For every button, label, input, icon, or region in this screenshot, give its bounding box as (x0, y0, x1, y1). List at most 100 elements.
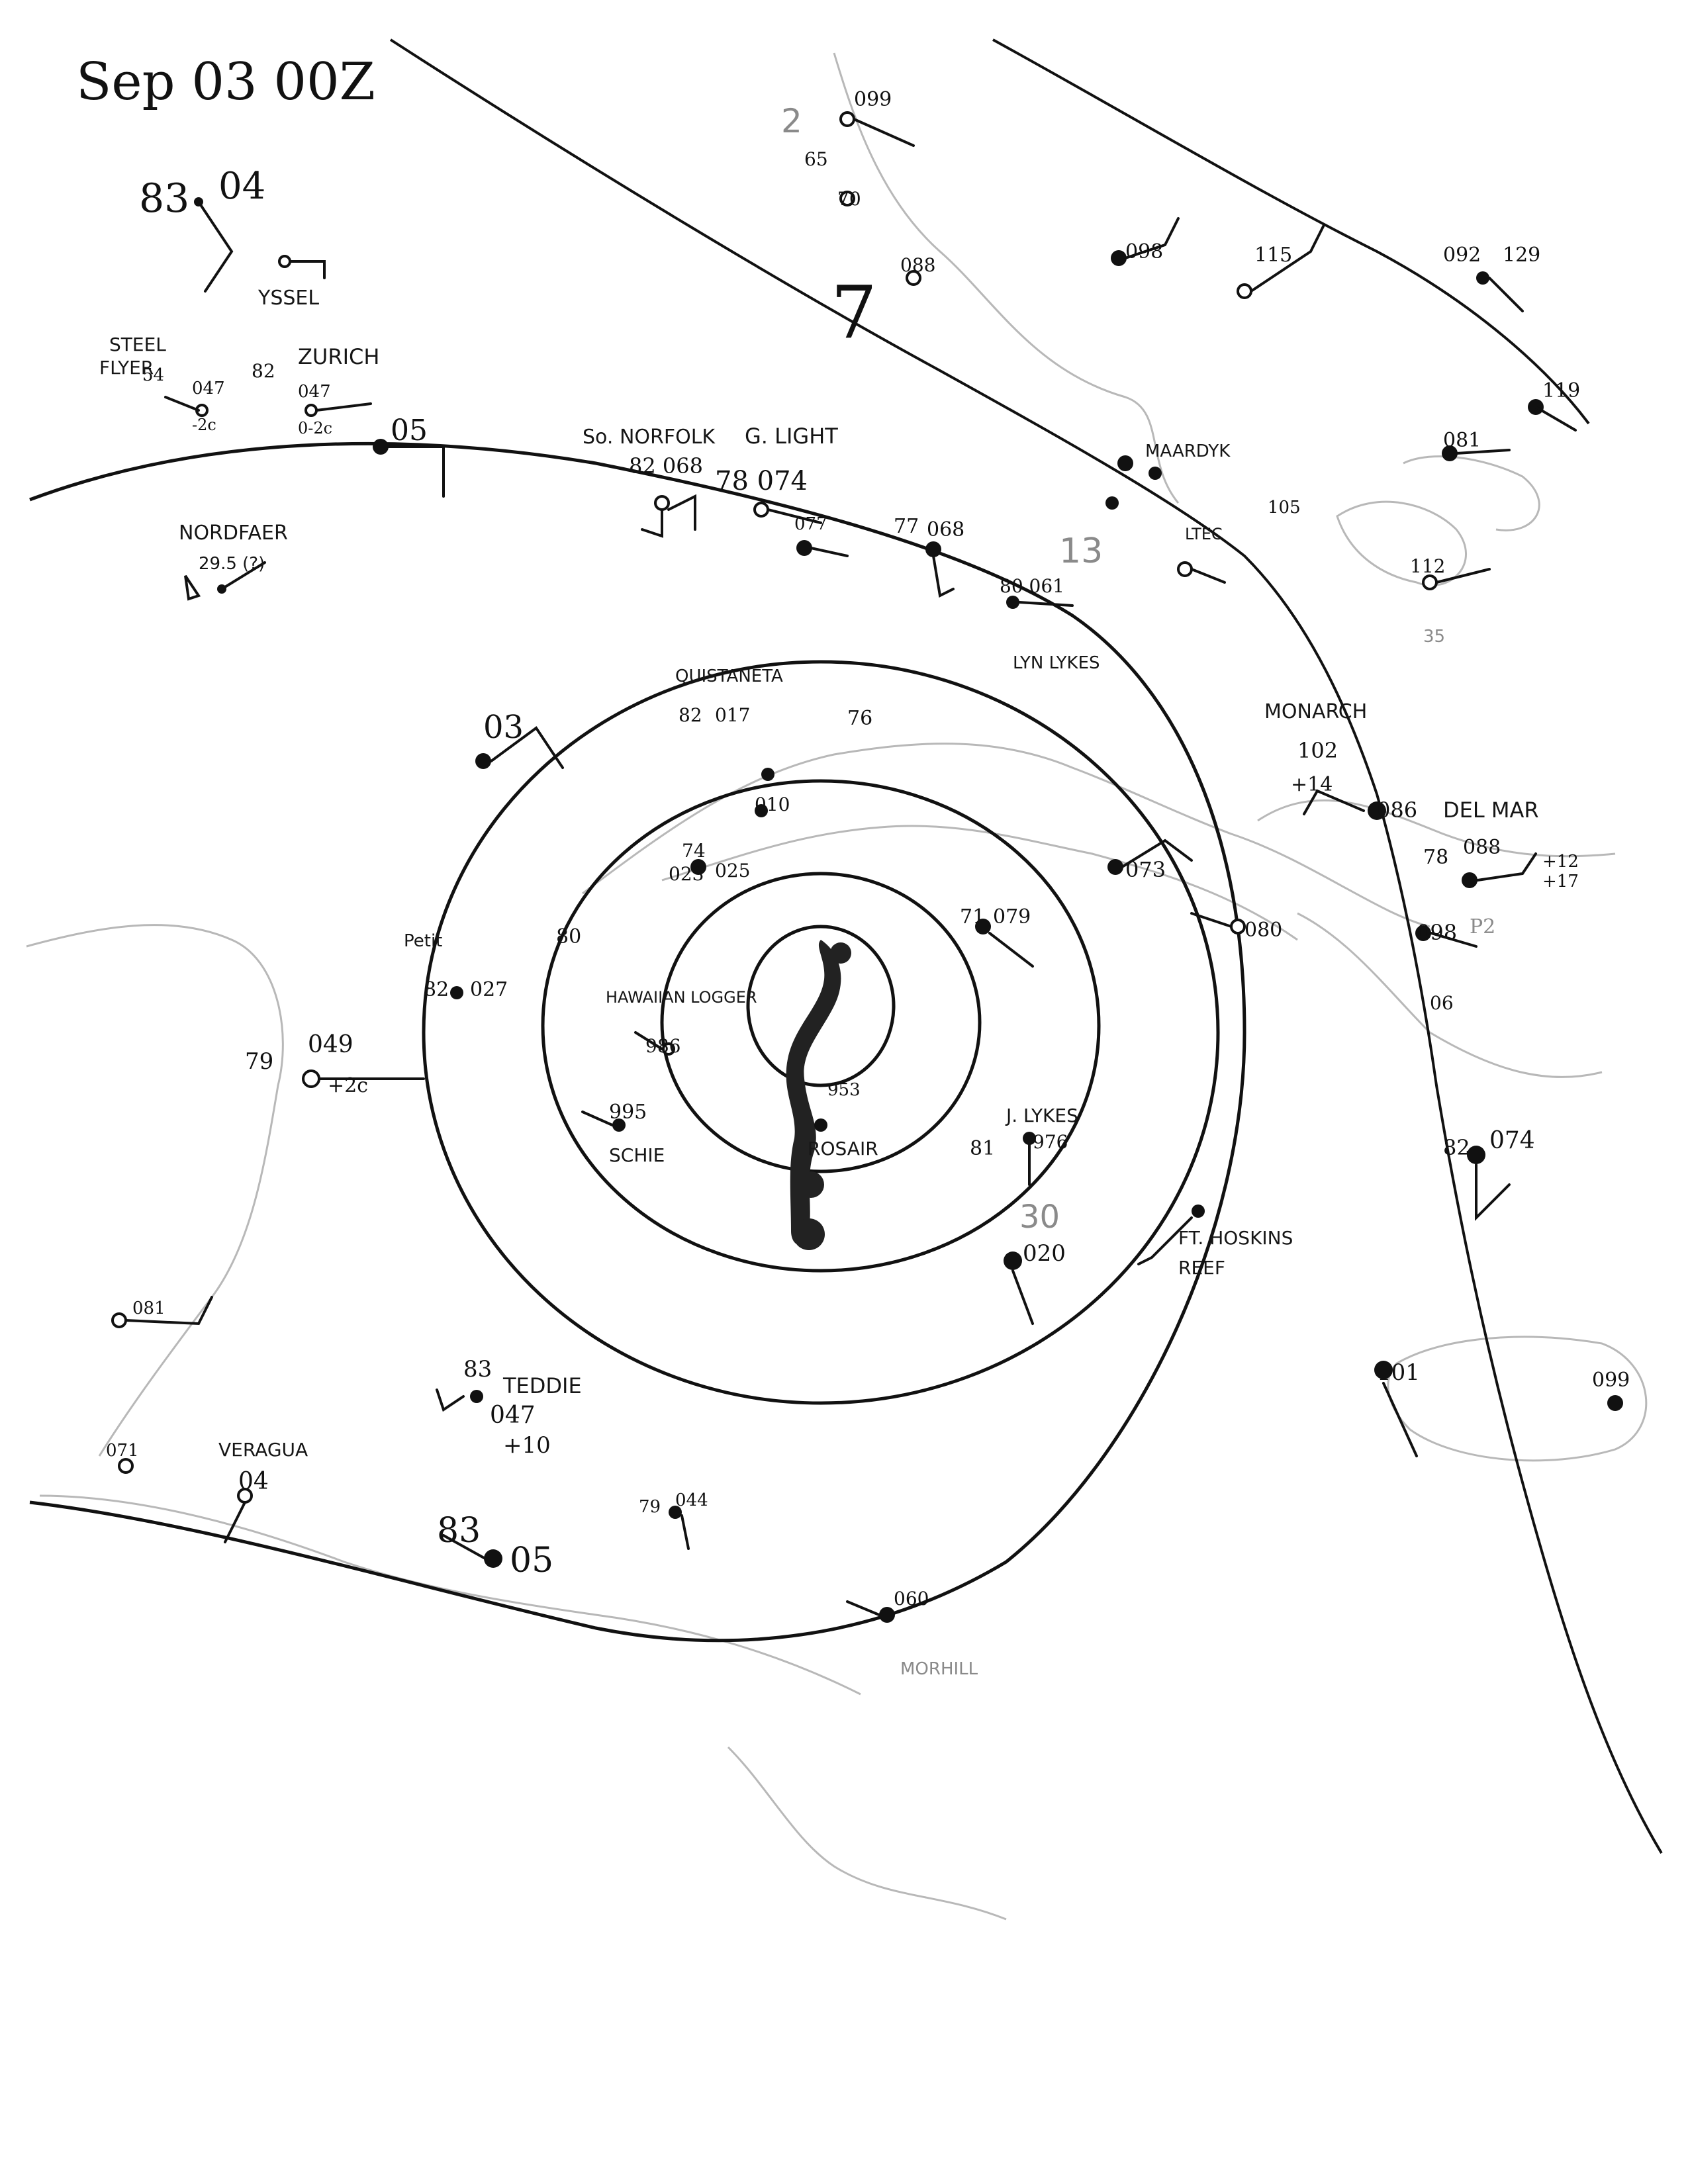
isobar-ring-4 (746, 925, 896, 1087)
obs-995: 995 (609, 1101, 647, 1124)
station-088 (906, 270, 921, 286)
label-zurich: ZURICH (298, 344, 379, 369)
station-099 (839, 111, 915, 206)
label-reef: REEF (1178, 1257, 1225, 1279)
chart-title: Sep 03 00Z (76, 52, 375, 112)
label-ft-hoskins: FT. HOSKINS (1178, 1227, 1293, 1249)
obs-12: +12 (1542, 852, 1579, 872)
station-83-04 (194, 197, 234, 293)
obs-077: 077 (794, 514, 827, 534)
label-schie: SCHIE (609, 1144, 665, 1166)
obs-83c: 83 (437, 1511, 481, 1551)
isobar-ring-2 (541, 779, 1101, 1273)
station-bottom-05 (442, 1534, 502, 1568)
obs-088: 088 (900, 254, 935, 276)
hurricane-center (786, 940, 851, 1250)
station-nordfaer (184, 561, 266, 601)
label-yssel: YSSEL (258, 287, 319, 310)
isobar-labels: 03 05 05 04 (218, 165, 553, 1580)
coast-hispaniola-south (1297, 912, 1603, 1078)
obs-83: 83 (139, 175, 189, 222)
station-074 (1467, 1146, 1511, 1221)
obs-986: 986 (645, 1035, 680, 1057)
station-quistaneta (761, 768, 774, 781)
obs-30: 30 (1019, 1199, 1060, 1236)
station-025 (755, 804, 768, 817)
label-steel: STEEL (109, 334, 166, 355)
label-petit: Petit (404, 931, 442, 951)
label-monarch: MONARCH (1264, 700, 1367, 723)
coast-bahamas-2 (1403, 455, 1540, 531)
obs-06: 06 (1430, 992, 1454, 1014)
station-112 (1422, 568, 1491, 590)
label-flyer: FLYER (99, 357, 154, 379)
station-hawaiian-logger (634, 1031, 675, 1056)
station-steel-flyer (164, 396, 209, 417)
isobar-label-05-left: 05 (391, 414, 428, 447)
label-ltec: LTEC (1185, 525, 1223, 543)
station-maardyk (1105, 455, 1162, 510)
label-rosair: ROSAIR (808, 1138, 878, 1160)
station-veragua (224, 1488, 253, 1543)
obs-068-77: 068 (927, 518, 964, 541)
isobar-label-04: 04 (218, 165, 265, 208)
label-morhill: MORHILL (900, 1659, 978, 1679)
station-g-light (753, 502, 822, 524)
obs-074: 074 (1489, 1127, 1535, 1154)
obs-105: 105 (1268, 498, 1301, 518)
label-g-light: G. LIGHT (745, 424, 838, 449)
obs-82: 82 (252, 360, 275, 382)
obs-65: 65 (804, 148, 828, 170)
obs-82d: 82 (1443, 1135, 1470, 1160)
obs-81: 81 (970, 1137, 995, 1160)
station-puerto-rico (1374, 1361, 1623, 1457)
isobar-label-05-bottom: 05 (510, 1541, 553, 1580)
obs-010: 010 (755, 794, 790, 815)
station-schie (581, 1111, 626, 1132)
obs-081: 081 (1443, 429, 1481, 452)
obs-073: 073 (1125, 857, 1166, 882)
label-teddie: TEDDIE (502, 1373, 582, 1398)
obs-80: 80 (556, 925, 581, 948)
obs-115: 115 (1254, 244, 1292, 267)
station-079 (975, 919, 1034, 968)
obs-101: 101 (1377, 1359, 1420, 1386)
front-line-northeast (992, 38, 1590, 425)
coast-florida-gulf (833, 52, 1180, 504)
station-monarch (1303, 789, 1386, 820)
coast-central-america (39, 1494, 861, 1696)
obs-098b: 098 (1417, 920, 1457, 945)
obs-112: 112 (1410, 555, 1445, 577)
obs-049: 049 (308, 1031, 353, 1058)
station-03 (475, 726, 564, 769)
obs-76: 76 (847, 707, 872, 730)
obs-025: 025 (715, 860, 750, 882)
station-020 (1004, 1251, 1034, 1325)
obs-044: 044 (675, 1490, 708, 1510)
label-del-mar: DEL MAR (1443, 797, 1539, 823)
station-petit (450, 986, 463, 999)
obs-099c: 099 (1592, 1369, 1630, 1392)
isobars (29, 441, 1246, 1643)
station-05 (373, 439, 445, 498)
obs-p2: P2 (1470, 915, 1495, 938)
obs-976: 976 (1033, 1131, 1068, 1153)
obs-017: 017 (715, 704, 750, 726)
front-line-north (389, 38, 1663, 1854)
obs-080: 080 (1244, 919, 1282, 942)
label-j-lykes: J. LYKES (1005, 1105, 1078, 1126)
station-023 (690, 859, 706, 875)
isobar-ring-1 (422, 660, 1220, 1405)
obs-2a: 2 (781, 102, 802, 140)
station-081 (1442, 445, 1511, 461)
station-119 (1528, 399, 1577, 432)
obs-020: 020 (1023, 1240, 1066, 1267)
station-yssel (278, 255, 326, 279)
station-plots (111, 111, 1623, 1623)
station-morhill (846, 1600, 895, 1623)
station-049 (302, 1069, 425, 1088)
coast-yucatan (26, 924, 284, 1457)
station-80-061 (1006, 596, 1074, 609)
coast-puerto-rico (1387, 1336, 1648, 1462)
